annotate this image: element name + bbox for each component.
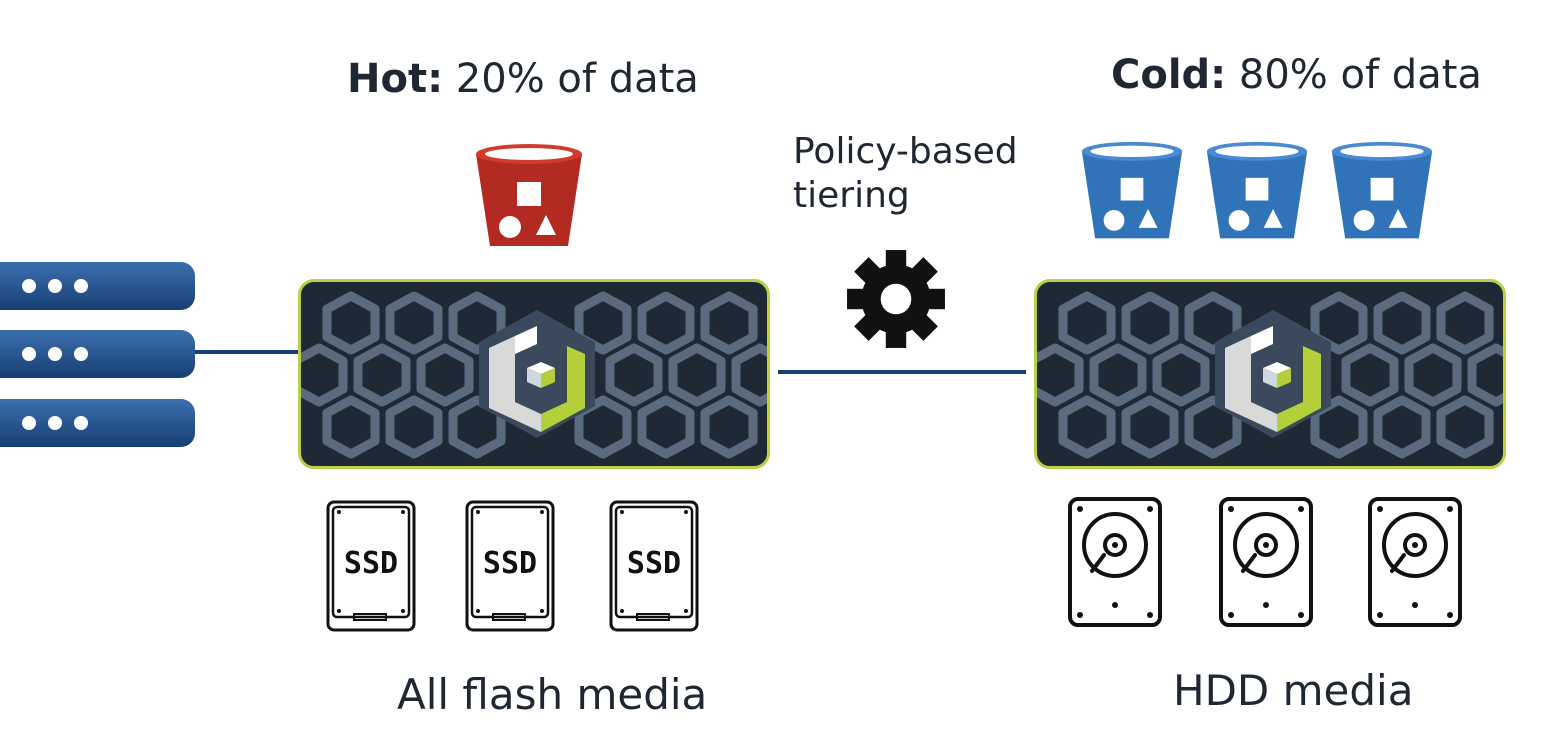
policy-label: Policy-based tiering <box>793 131 1018 216</box>
storage-node-logo <box>479 310 595 438</box>
server-icon <box>0 330 195 378</box>
ssd-label: SSD <box>627 546 681 581</box>
hexagon-pattern <box>301 291 767 459</box>
ssd-icon: SSD <box>609 500 699 632</box>
cold-bucket-icon <box>1331 141 1433 239</box>
hot-bucket-icon <box>476 144 582 246</box>
cold-storage-node <box>1034 279 1506 469</box>
cold-label: Cold: <box>1111 52 1227 98</box>
ssd-icon: SSD <box>465 500 555 632</box>
server-connector <box>195 350 299 354</box>
cold-bucket-icon <box>1081 141 1183 239</box>
ssd-icon: SSD <box>326 500 416 632</box>
server-icon <box>0 399 195 447</box>
hot-label: Hot: <box>347 56 444 102</box>
hot-tier-title: Hot: 20% of data <box>347 56 699 102</box>
flash-media-caption: All flash media <box>397 670 708 719</box>
gear-icon <box>847 250 945 348</box>
ssd-label: SSD <box>344 546 398 581</box>
hexagon-pattern <box>1037 291 1503 459</box>
ssd-label: SSD <box>483 546 537 581</box>
server-icon <box>0 262 195 310</box>
hdd-media-caption: HDD media <box>1173 666 1414 715</box>
hdd-icon <box>1068 497 1162 627</box>
hdd-icon <box>1368 497 1462 627</box>
tier-connector <box>778 370 1026 374</box>
hot-storage-node <box>298 279 770 469</box>
storage-node-logo <box>1215 310 1331 438</box>
hot-text: 20% of data <box>455 56 699 102</box>
hdd-icon <box>1219 497 1313 627</box>
cold-text: 80% of data <box>1238 52 1482 98</box>
cold-bucket-icon <box>1206 141 1308 239</box>
cold-tier-title: Cold: 80% of data <box>1111 52 1482 98</box>
